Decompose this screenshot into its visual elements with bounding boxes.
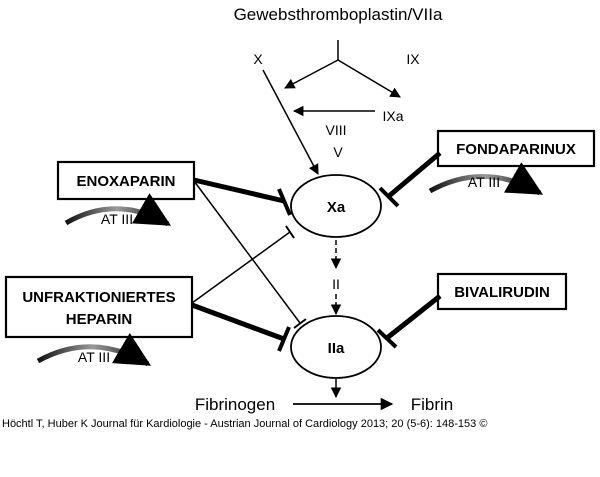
factor-viii-label: VIII [325, 122, 346, 138]
heparin-label-line2: HEPARIN [66, 311, 132, 328]
bivalirudin-iia-tbar [376, 328, 398, 349]
enoxaparin-xa-inhibition [193, 177, 285, 204]
fibrin-label: Fibrin [411, 395, 454, 414]
factor-ix-label: IX [406, 51, 420, 67]
enoxaparin-iia-inhibition [193, 180, 301, 324]
factor-ixa-label: IXa [382, 108, 403, 124]
xa-node-label: Xa [327, 199, 346, 216]
factor-ii-label: II [332, 276, 340, 292]
branch-right [337, 59, 401, 98]
heparin-xa-tbar [285, 225, 295, 239]
bivalirudin-box [436, 272, 568, 311]
iia-node [290, 315, 382, 379]
bivalirudin-iia-inhibition [385, 294, 442, 340]
source-citation: Höchtl T, Huber K Journal für Kardiologi… [2, 418, 488, 430]
iia-node-label: IIa [328, 340, 345, 357]
factor-x-label: X [253, 51, 263, 67]
heparin-label-line1: UNFRAKTIONIERTES [22, 289, 175, 306]
enoxaparin-iia-tbar [293, 318, 307, 329]
heparin-iia-inhibition [191, 302, 285, 342]
enoxaparin-xa-tbar [277, 188, 292, 216]
at-iii-fondaparinux-label: AT III [468, 174, 500, 190]
fondaparinux-box [436, 129, 596, 168]
circular-arrow-icon [36, 332, 152, 367]
coagulation-diagram: Gewebsthromboplastin/VIIa X IX IXa VIII … [4, 5, 596, 414]
circular-arrow-icon [428, 162, 544, 196]
branch-left [284, 59, 339, 89]
x-to-xa-arrow [262, 69, 319, 175]
at-iii-enoxaparin-label: AT III [101, 211, 133, 227]
fibrinogen-label: Fibrinogen [195, 395, 275, 414]
at-iii-enoxaparin: AT III [64, 193, 172, 227]
bivalirudin-label: BIVALIRUDIN [454, 284, 550, 301]
heparin-xa-inhibition [191, 231, 291, 304]
heparin-iia-tbar [277, 326, 291, 352]
enoxaparin-label: ENOXAPARIN [77, 173, 176, 190]
at-iii-heparin-label: AT III [78, 349, 110, 365]
title-tissue-factor: Gewebsthromboplastin/VIIa [234, 5, 443, 24]
heparin-box [4, 275, 194, 339]
xa-node [290, 174, 382, 238]
fondaparinux-xa-inhibition [387, 151, 442, 198]
enoxaparin-box [56, 160, 196, 201]
at-iii-fondaparinux: AT III [428, 162, 544, 196]
circular-arrow-icon [64, 193, 172, 227]
at-iii-heparin: AT III [36, 332, 152, 367]
fondaparinux-xa-tbar [378, 186, 400, 208]
fondaparinux-label: FONDAPARINUX [456, 141, 576, 158]
factor-v-label: V [333, 144, 343, 160]
